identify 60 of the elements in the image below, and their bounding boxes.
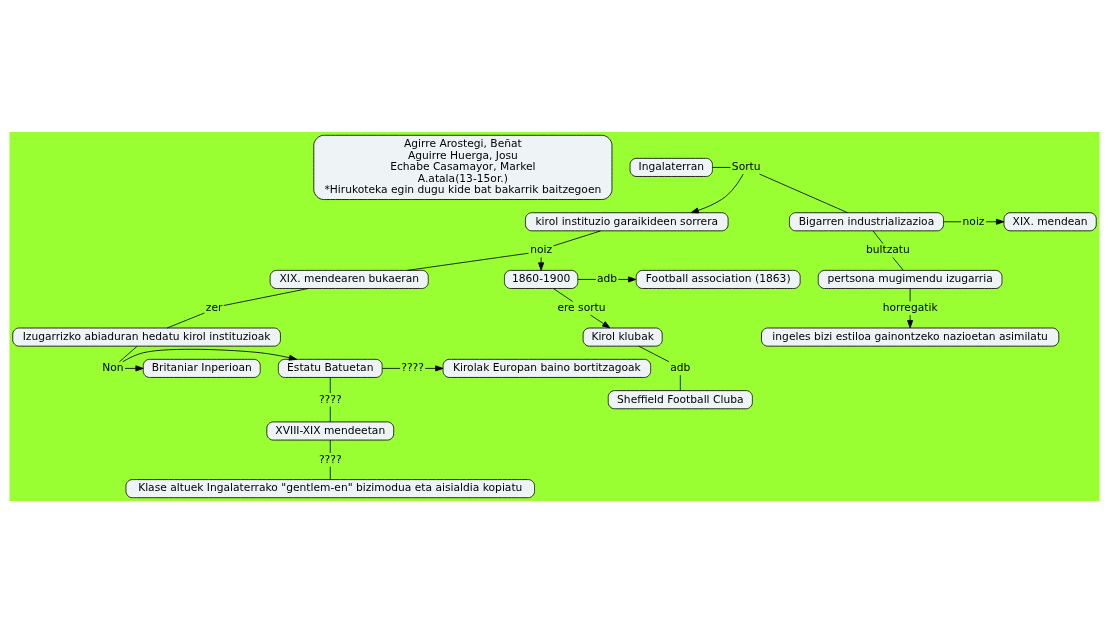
node-text: zer xyxy=(205,301,223,315)
node-box: XIX. mendean xyxy=(1003,212,1097,232)
connector xyxy=(577,279,597,280)
connector xyxy=(638,345,670,363)
node-box: ingeles bizi estiloa gainontzeko nazioetan asimilatu xyxy=(761,327,1060,347)
node-text: ???? xyxy=(318,392,342,406)
arrow xyxy=(590,314,611,329)
arrow xyxy=(122,348,298,363)
node-text: Sortu xyxy=(731,160,761,174)
connector xyxy=(892,257,904,271)
connector xyxy=(759,173,848,214)
node-text: noiz xyxy=(962,214,985,228)
node-text: horregatik xyxy=(882,301,938,315)
node-text: Non xyxy=(102,361,124,375)
node-box: Kirol klubak xyxy=(582,327,663,347)
arrow xyxy=(424,365,444,372)
arrow xyxy=(124,365,144,372)
connector xyxy=(872,230,884,245)
node-box: kirol instituzio garaikideen sorrera xyxy=(525,212,729,232)
node-box: pertsona mugimendu izugarria xyxy=(817,269,1003,289)
connector xyxy=(679,374,681,391)
connector xyxy=(943,221,962,223)
arrow xyxy=(690,173,744,214)
node-box: Klase altuek Ingalaterrako "gentlem-en" bizimodua eta aisialdia kopiatu xyxy=(125,479,535,499)
connector xyxy=(381,367,401,369)
node-box: Ingalaterran xyxy=(629,157,713,177)
connector xyxy=(909,288,911,302)
node-text: ???? xyxy=(401,361,424,375)
connector xyxy=(119,345,138,363)
node-box: Football association (1863) xyxy=(635,269,801,289)
arrow xyxy=(617,276,637,283)
node-box: Sheffield Football Cluba xyxy=(607,390,753,410)
arrow xyxy=(907,314,914,329)
node-text: adb xyxy=(670,361,691,375)
connector xyxy=(329,377,331,394)
node-box: Britaniar Inperioan xyxy=(142,358,261,378)
node-text: noiz xyxy=(530,243,553,257)
arrow xyxy=(538,257,545,271)
node-box: 1860-1900 xyxy=(504,269,579,289)
node-box: Estatu Batuetan xyxy=(277,358,383,378)
node-box: XVIII-XIX mendeetan xyxy=(266,421,395,441)
connector xyxy=(407,252,529,271)
connector xyxy=(223,288,309,306)
connector xyxy=(553,230,601,247)
node-box: Kirolak Europan baino bortitzagoak xyxy=(442,358,652,378)
node-box: Bigarren industrializazioa xyxy=(789,212,944,232)
node-box: XIX. mendearen bukaeran xyxy=(269,269,429,289)
connector xyxy=(553,288,574,302)
node-box: Izugarrizko abiaduran hedatu kirol instituzioak xyxy=(12,327,281,347)
connector xyxy=(329,466,331,480)
node-text: ere sortu xyxy=(557,301,606,315)
connector xyxy=(329,439,331,454)
node-text: bultzatu xyxy=(865,243,910,257)
node-text: ???? xyxy=(318,452,342,466)
node-text: adb xyxy=(596,272,618,286)
node-box: Agirre Arostegi, Beñat Aguirre Huerga, Josu Echabe Casamayor, Markel A.atala(13-15or.) *Hirukoteka egin dugu kide bat bakarrik baitzegoen xyxy=(313,134,613,200)
connector xyxy=(712,167,731,168)
arrow xyxy=(985,218,1005,225)
connector xyxy=(166,312,205,329)
connector xyxy=(329,406,331,423)
